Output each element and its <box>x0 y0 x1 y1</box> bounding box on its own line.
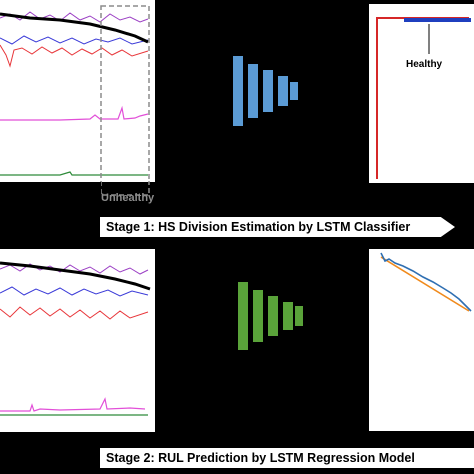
stage1-health-state-output-plot <box>369 4 474 183</box>
health-indicator-curve <box>0 12 149 44</box>
signal-red-trace <box>0 306 149 320</box>
regression-layer-3 <box>268 296 278 336</box>
signal-red-trace <box>0 44 149 68</box>
regression-layer-2 <box>253 290 263 342</box>
unhealthy-region-box <box>100 5 150 197</box>
stage2-sensor-signals-plot <box>0 249 155 432</box>
healthy-label: Healthy <box>406 59 443 70</box>
stage2-output-svg <box>380 252 472 312</box>
stage1-output-svg <box>376 17 471 179</box>
lstm-regression-network-icon <box>238 282 303 350</box>
stage2-rul-prediction-plot <box>369 249 474 431</box>
stage1-banner: Stage 1: HS Division Estimation by LSTM … <box>100 217 455 237</box>
lstm-classifier-network-icon <box>233 56 298 126</box>
unhealthy-label: Unhealthy <box>101 192 155 204</box>
signal-purple-trace <box>0 263 149 275</box>
classifier-layer-1 <box>233 56 243 126</box>
stage1-sensor-signals-plot <box>0 0 155 197</box>
classifier-layer-2 <box>248 64 258 118</box>
unhealthy-state-line <box>376 17 469 179</box>
stage2-signals-svg <box>0 261 151 416</box>
signal-magenta-trace <box>0 397 146 412</box>
classifier-layer-3 <box>263 70 273 112</box>
unhealthy-box-tail <box>101 181 150 196</box>
stage2-banner: Stage 2: RUL Prediction by LSTM Regressi… <box>100 448 474 468</box>
signal-green-trace <box>0 171 148 176</box>
health-indicator-curve <box>0 261 151 291</box>
true-rul-line <box>380 256 470 312</box>
classifier-layer-5 <box>290 82 298 100</box>
regression-layer-1 <box>238 282 248 350</box>
stage1-signals-svg <box>0 5 150 197</box>
signal-blue-trace <box>0 286 149 297</box>
signal-magenta-trace <box>0 105 149 121</box>
signal-blue-trace <box>0 35 149 45</box>
regression-layer-4 <box>283 302 293 330</box>
regression-layer-5 <box>295 306 303 326</box>
predicted-rul-curve <box>380 252 472 312</box>
classifier-layer-4 <box>278 76 288 106</box>
